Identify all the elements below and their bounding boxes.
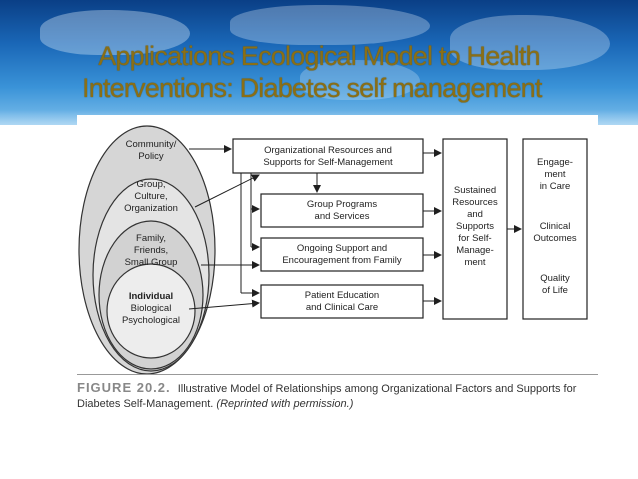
ongoing-support-box [260,237,424,272]
individual-label-1: Individual [129,291,173,302]
map-continent-shape [230,5,430,45]
family-label-1: Family, [136,233,166,244]
patient-education-label-1: Patient Education [305,290,379,301]
group-label-3: Organization [124,203,178,214]
ongoing-support-label-1: Ongoing Support and [297,243,387,254]
outcomes-label-2: ment [544,169,565,180]
community-label-1: Community/ [126,139,177,150]
community-label-2: Policy [138,151,164,162]
map-continent-shape [450,15,610,70]
patient-education-box [260,284,424,319]
outcomes-label-7: of Life [542,285,568,296]
outcomes-label-4: Clinical [540,221,571,232]
sustained-label-4: Supports [456,221,494,232]
sustained-label-6: Manage- [456,245,494,256]
caption-italic: (Reprinted with permission.) [216,398,354,410]
individual-ellipse [106,263,196,359]
outcomes-label-1: Engage- [537,157,573,168]
sustained-label-7: ment [464,257,485,268]
figure-caption: FIGURE 20.2. Illustrative Model of Relat… [77,380,598,412]
group-programs-label-1: Group Programs [307,199,377,210]
title-line-2: Interventions: Diabetes self management [82,73,542,103]
outcomes-label-3: in Care [540,181,571,192]
slide-title: Applications Ecological Model to Health … [0,40,638,104]
sustained-label-5: for Self- [458,233,491,244]
group-label-1: Group, [136,179,165,190]
caption-text: Illustrative Model of Relationships amon… [77,383,577,410]
ongoing-support-label-2: Encouragement from Family [282,255,402,266]
diagram-figure: Community/ Policy Group, Culture, Organi… [77,115,598,375]
outcomes-label-6: Quality [540,273,570,284]
family-label-2: Friends, [134,245,168,256]
patient-education-label-2: and Clinical Care [306,302,378,313]
world-map-banner [0,0,638,125]
group-label-2: Culture, [134,191,167,202]
sustained-label-1: Sustained [454,185,496,196]
figure-label: FIGURE 20.2. [77,380,171,395]
title-line-1: Applications Ecological Model to Health [98,41,540,71]
organizational-label-2: Supports for Self-Management [263,157,393,168]
organizational-box [232,138,424,174]
individual-label-3: Psychological [122,315,180,326]
map-continent-shape [40,10,190,55]
arrow-individual-to-education [188,299,260,310]
sustained-box [442,138,508,320]
caption-divider [77,374,598,375]
sustained-label-3: and [467,209,483,220]
outcomes-box [522,138,588,320]
ecological-model-diagram: Community/ Policy Group, Culture, Organi… [78,125,588,375]
group-programs-label-2: and Services [315,211,370,222]
family-label-3: Small Group [125,257,178,268]
outcomes-label-5: Outcomes [533,233,577,244]
map-continent-shape [300,60,420,100]
sustained-label-2: Resources [452,197,498,208]
arrow-group-to-org [194,174,260,208]
organizational-label-1: Organizational Resources and [264,145,392,156]
individual-label-2: Biological [131,303,172,314]
